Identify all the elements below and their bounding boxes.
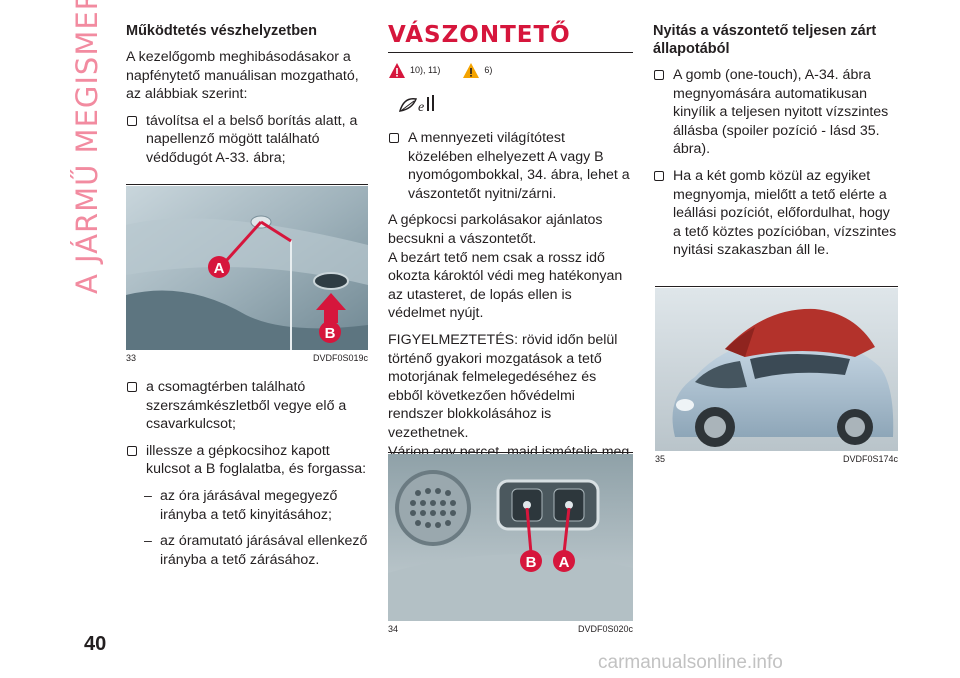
opening-heading: Nyitás a vászontető teljesen zárt állapo… — [653, 23, 877, 57]
caution-triangle-icon — [463, 62, 480, 78]
figure34-number: 34 — [388, 624, 399, 634]
figure34-label-b: B — [526, 554, 537, 571]
page-number: 40 — [84, 633, 107, 655]
list-item: illessze a gépkocsihoz kapott kulcsot a … — [126, 442, 374, 479]
checkbox-bullet-icon — [654, 70, 664, 80]
checkbox-bullet-icon — [654, 170, 664, 181]
warning-triangle-icon — [389, 62, 405, 78]
chapter-side-title: A JÁRMŰ MEGISMERÉSE — [70, 0, 104, 294]
figure-34: B A 34 DVDF0S020c — [388, 452, 633, 634]
checkbox-bullet-icon — [127, 382, 137, 392]
column-right: Nyitás a vászontető teljesen zárt állapo… — [653, 22, 901, 268]
list-item: Ha a két gomb közül az egyiket megnyomja… — [653, 167, 901, 260]
emergency-intro: A kezelőgomb meghibásodásakor a napfényt… — [126, 49, 359, 103]
figure35-code: DVDF0S174c — [842, 454, 898, 464]
figure-33: A B 33 DVDF0S019c — [126, 184, 368, 363]
list-item: a csomagtérben található szerszámkészlet… — [126, 378, 374, 434]
watermark: carmanualsonline.info — [598, 652, 783, 673]
eco-environment-icon: e — [396, 91, 633, 117]
figure-35: 35 DVDF0S174c — [655, 286, 898, 464]
warning-ref-1: 10), 11) — [410, 64, 441, 75]
figure34-label-a: A — [559, 554, 570, 571]
roof-buttons-image: B A — [388, 454, 633, 621]
list-item: –az óra járásával megegyező irányba a te… — [144, 487, 338, 523]
figure33-label-b: B — [325, 325, 336, 342]
checkbox-bullet-icon — [389, 133, 399, 143]
list-item: A gomb (one-touch), A-34. ábra megnyomás… — [653, 66, 901, 159]
figure34-code: DVDF0S020c — [577, 624, 633, 634]
checkbox-bullet-icon — [127, 115, 137, 126]
column-left-continued: a csomagtérben található szerszámkészlet… — [126, 378, 374, 577]
svg-text:e: e — [418, 100, 424, 115]
column-middle: VÁSZONTETŐ 10), 11) 6) e A mennyezeti vi… — [388, 22, 633, 488]
list-item: A mennyezeti világítótest közelében elhe… — [388, 129, 633, 203]
emergency-operation-heading: Működtetés vészhelyzetben — [126, 23, 317, 39]
checkbox-bullet-icon — [127, 445, 137, 456]
figure35-number: 35 — [655, 454, 666, 464]
section-title: VÁSZONTETŐ — [388, 22, 633, 53]
list-item: távolítsa el a belső borítás alatt, a na… — [126, 112, 374, 168]
list-item: –az óramutató járásával ellenkező irányb… — [144, 533, 368, 568]
sunroof-cover-image: A B — [126, 186, 368, 350]
warning-references: 10), 11) 6) — [388, 59, 633, 81]
figure33-label-a: A — [214, 260, 225, 277]
figure33-code: DVDF0S019c — [312, 353, 368, 363]
parking-advice: A gépkocsi parkolásakor ajánlatos becsuk… — [388, 212, 623, 322]
warning-ref-2: 6) — [484, 64, 493, 75]
car-convertible-roof-image — [655, 288, 898, 451]
figure33-number: 33 — [126, 353, 137, 363]
column-left: Működtetés vészhelyzetben A kezelőgomb m… — [126, 22, 374, 176]
warning-paragraph: FIGYELMEZTETÉS: rövid időn belül történő… — [388, 331, 630, 478]
